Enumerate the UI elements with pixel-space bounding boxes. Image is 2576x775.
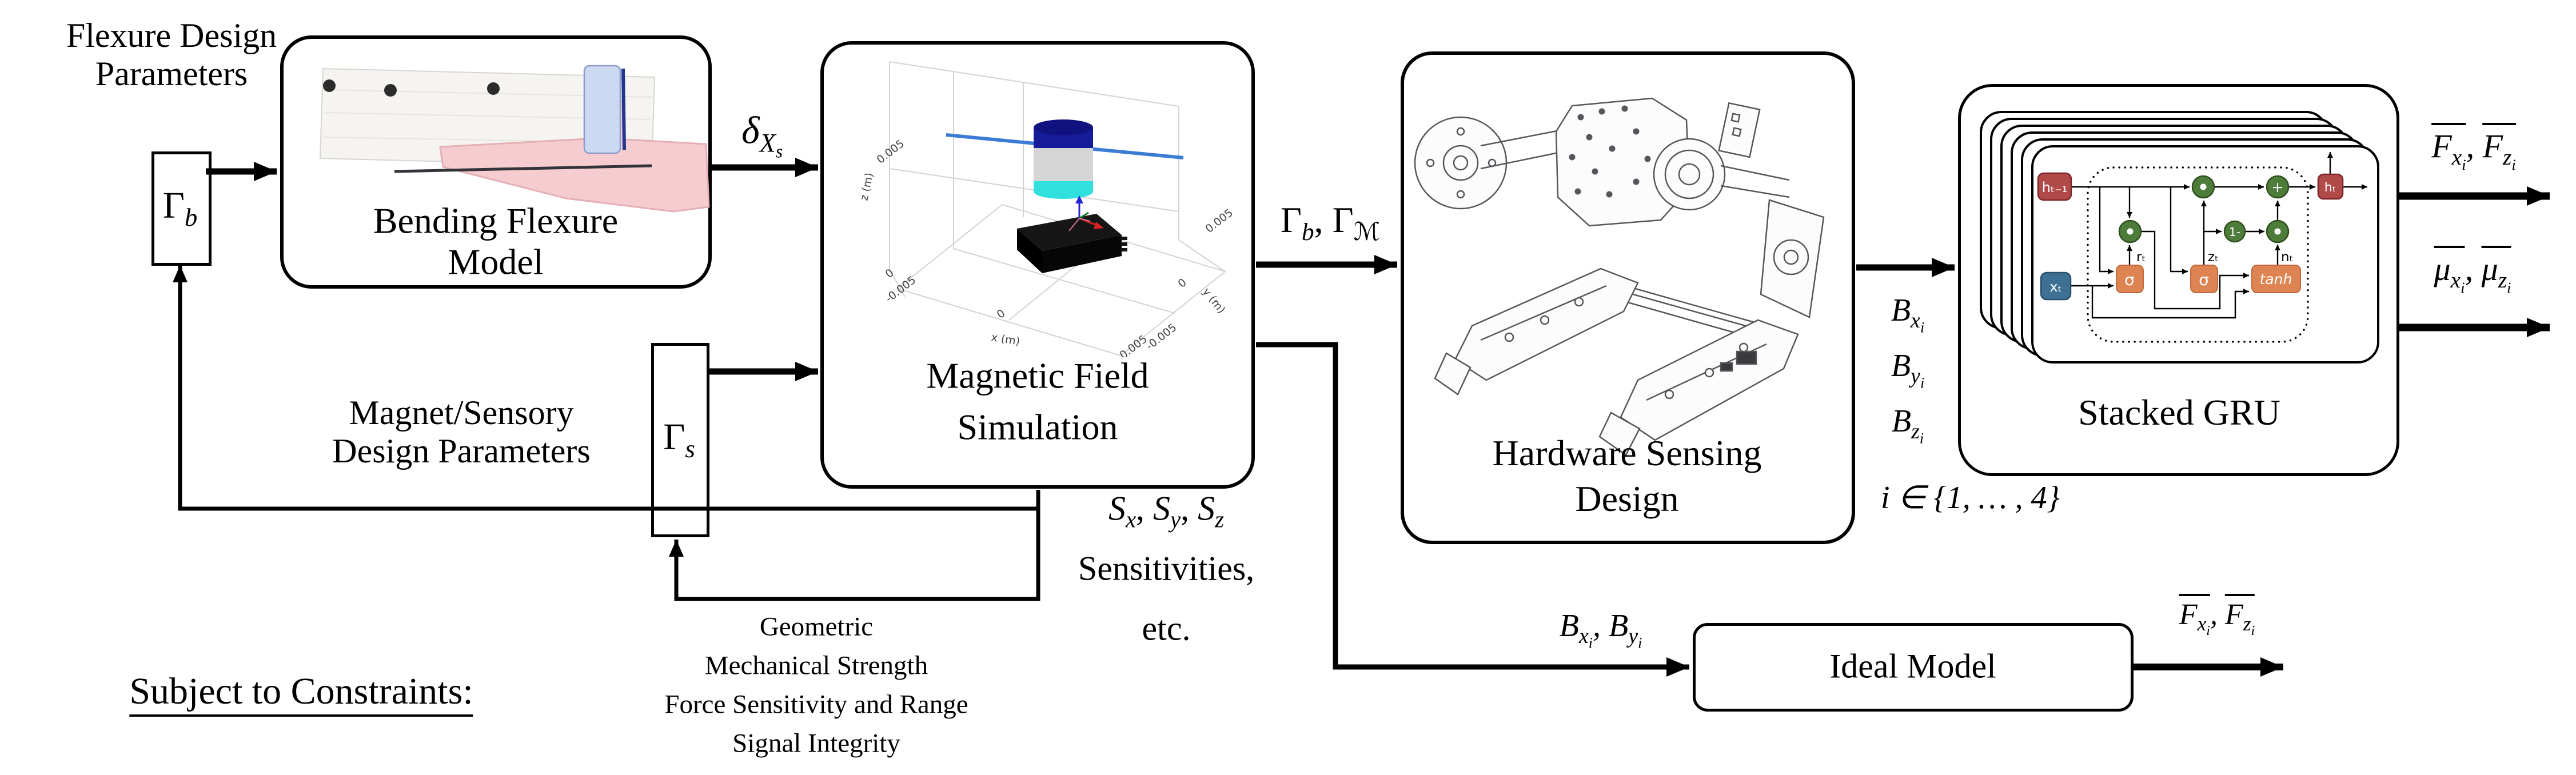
gamma-b-box [151, 151, 212, 266]
line-feedback-to-gammab [173, 265, 1038, 511]
y-tick: 0.005 [1203, 206, 1235, 235]
y-tick: 0 [1176, 276, 1189, 290]
gru-hout-node [2317, 173, 2344, 200]
gru-hprev-node [2037, 172, 2072, 201]
line-feedback-to-gammas [669, 490, 1040, 601]
gamma-s-label: Γs [663, 416, 695, 464]
b-y-label: Byi [1891, 348, 1925, 392]
constraint-item: Force Sensitivity and Range [664, 690, 968, 720]
flexure-hole-icon [384, 84, 397, 97]
gru-moment-output-label: μxi, μzi [2434, 246, 2511, 295]
flexure-design-parameters-label: Flexure Design Parameters [66, 16, 277, 93]
flexure-hole-icon [323, 79, 336, 92]
x-axis-label: x (m) [990, 331, 1020, 348]
delta-xs-label: δXs [741, 108, 783, 162]
ideal-model-label: Ideal Model [1829, 647, 1996, 685]
ideal-input-label: Bxi, Byi [1559, 608, 1642, 652]
gru-tanh-node [2251, 265, 2301, 293]
sensor-chip [1017, 214, 1127, 273]
gamma-b-label: Γb [162, 185, 198, 232]
gru-sigma2-label: σ [2199, 270, 2209, 289]
gru-xt-node [2040, 271, 2072, 301]
ideal-output-label: Fxi, Fzi [2179, 594, 2255, 638]
magnetic-field-simulation-box [820, 41, 1255, 489]
gamma-b-gamma-m-label: Γb, Γℳ [1280, 199, 1381, 246]
stacked-gru-label: Stacked GRU [2078, 392, 2280, 433]
gru-gate-circles [2118, 175, 2290, 243]
constraint-item: Geometric [759, 612, 874, 642]
gru-cell-diagram: hₜ₋₁ xₜ σ σ tanh 1- + rₜ zₜ nₜ hₜ [2037, 152, 2367, 343]
index-range-label: i ∈ {1, … , 4} [1881, 480, 2060, 516]
z-tick: 0.005 [875, 137, 907, 166]
bending-flexure-model-box [280, 35, 712, 289]
ideal-model-box [1693, 623, 2134, 712]
constraints-list: Geometric Mechanical Strength Force Sens… [664, 608, 968, 764]
gamma-s-box [651, 343, 709, 537]
hardware-illustration [1414, 97, 1825, 456]
flexure-hole-icon [487, 82, 500, 95]
gru-sigma2-node [2190, 265, 2218, 293]
constraint-item: Mechanical Strength [704, 650, 928, 681]
line-mfs-to-ideal [1256, 342, 1689, 677]
gru-plus-label: + [2272, 179, 2284, 195]
magnet-cylinder [1034, 119, 1093, 199]
hardware-sensing-design-box [1401, 51, 1855, 544]
bending-flexure-model-label: Bending Flexure Model [373, 200, 619, 282]
magnetic-field-simulation-label: Magnetic Field Simulation [926, 355, 1149, 447]
gru-oneminus-label: 1- [2229, 225, 2240, 239]
flexure-illustration [319, 65, 710, 213]
gru-tanh-label: tanh [2260, 271, 2292, 287]
z-axis-label: z (m) [858, 171, 876, 202]
gru-hout-label: hₜ [2324, 181, 2336, 195]
b-z-label: Bzi [1891, 404, 1924, 447]
gru-z-label: zₜ [2208, 250, 2219, 265]
gru-sigma1-label: σ [2124, 270, 2135, 289]
constraint-item: Signal Integrity [732, 729, 900, 759]
chip-axes-icon [1068, 195, 1104, 231]
y-tick: -0.005 [1144, 321, 1179, 353]
hardware-sensing-design-label: Hardware Sensing Design [1492, 433, 1762, 519]
gru-xt-label: xₜ [2049, 279, 2061, 295]
gru-sigma1-node [2116, 265, 2144, 293]
z-tick: -0.005 [883, 274, 919, 305]
gru-force-output-label: Fxi, Fzi [2431, 123, 2516, 172]
subject-to-constraints-label: Subject to Constraints: [129, 670, 473, 717]
magnetic-field-plot: 0.005 0 -0.005 z (m) 0 0.005 x (m) 0.005… [858, 61, 1235, 357]
gru-r-label: rₜ [2136, 250, 2146, 265]
gru-n-label: nₜ [2281, 250, 2293, 265]
b-x-label: Bxi [1891, 293, 1925, 336]
x-tick: 0 [995, 307, 1008, 321]
magnet-sensory-label: Magnet/Sensory Design Parameters [332, 393, 591, 470]
y-axis-label: y (m) [1200, 286, 1228, 316]
gru-cell-dotted-border [2087, 166, 2309, 343]
sensitivities-label: Sx, Sy, Sz Sensitivities, etc. [1078, 489, 1255, 648]
gru-hprev-label: hₜ₋₁ [2042, 179, 2068, 195]
flexure-blue-pad [583, 65, 621, 154]
stacked-gru-box [1958, 84, 2399, 476]
